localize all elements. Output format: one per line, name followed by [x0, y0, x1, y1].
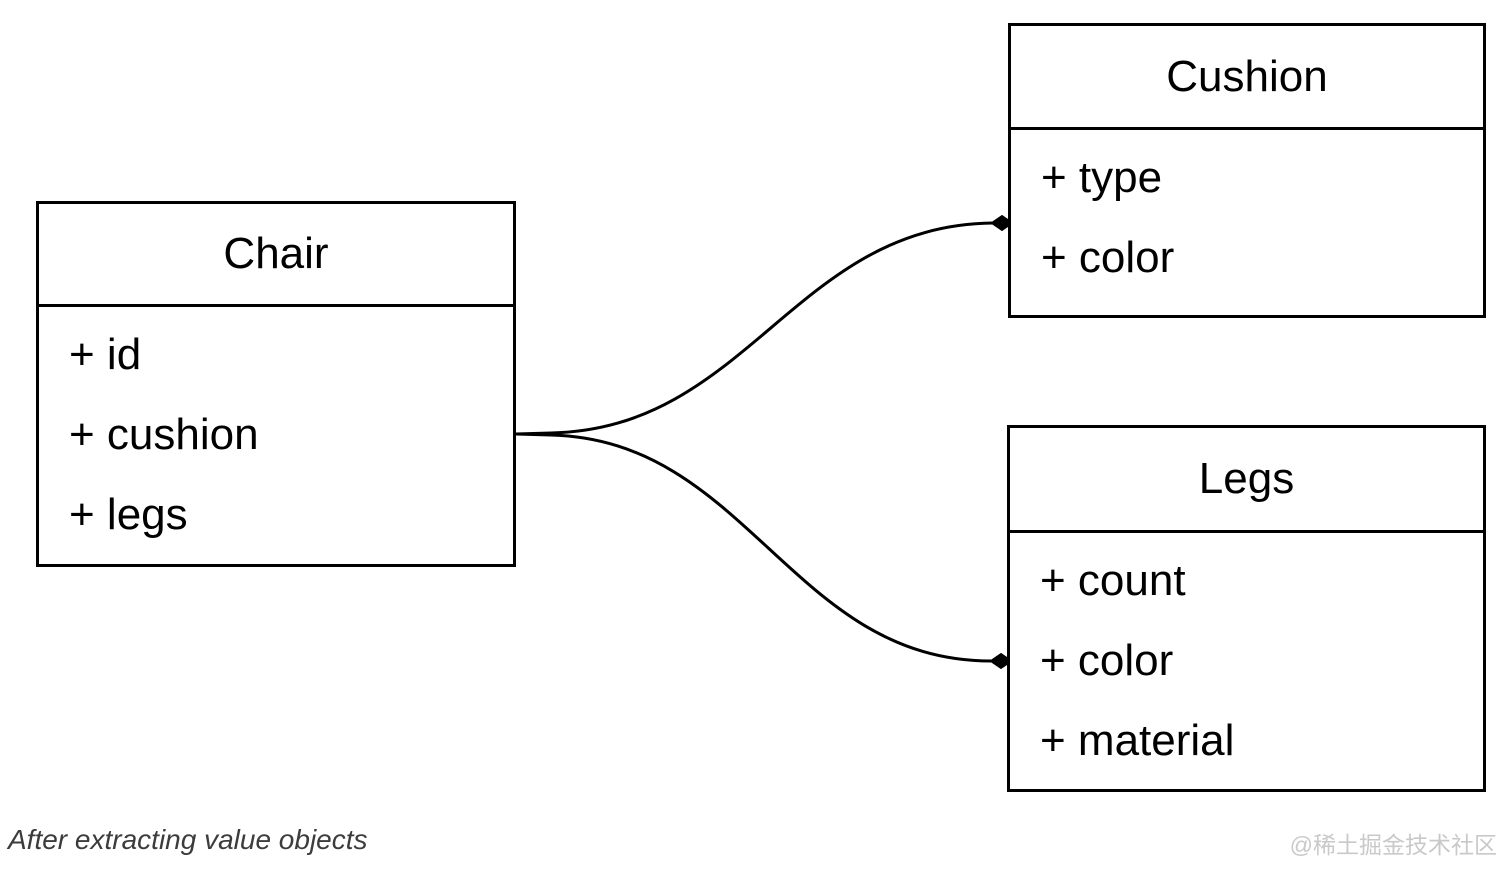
class-attribute: + color: [1040, 636, 1174, 685]
class-box-cushion: Cushion + type + color: [1008, 23, 1486, 318]
watermark-text: @稀土掘金技术社区: [1289, 832, 1497, 858]
class-attribute: + count: [1040, 556, 1186, 605]
connector-chair-legs: [515, 432, 1013, 670]
class-box-legs: Legs + count + color + material: [1007, 425, 1486, 792]
class-attributes: + count + color + material: [1010, 533, 1483, 781]
class-attribute: + color: [1041, 233, 1175, 282]
class-attribute: + id: [69, 330, 142, 379]
diagram-caption: After extracting value objects: [8, 824, 368, 855]
class-title: Cushion: [1011, 26, 1483, 130]
class-attribute: + material: [1040, 716, 1235, 765]
class-attributes: + type + color: [1011, 130, 1483, 298]
class-attribute: + cushion: [69, 410, 259, 459]
class-title: Chair: [39, 204, 513, 307]
class-attributes: + id + cushion + legs: [39, 307, 513, 555]
class-box-chair: Chair + id + cushion + legs: [36, 201, 516, 567]
class-attribute: + legs: [69, 490, 188, 539]
class-attribute: + type: [1041, 153, 1163, 202]
class-title: Legs: [1010, 428, 1483, 533]
connector-chair-cushion: [515, 214, 1014, 436]
